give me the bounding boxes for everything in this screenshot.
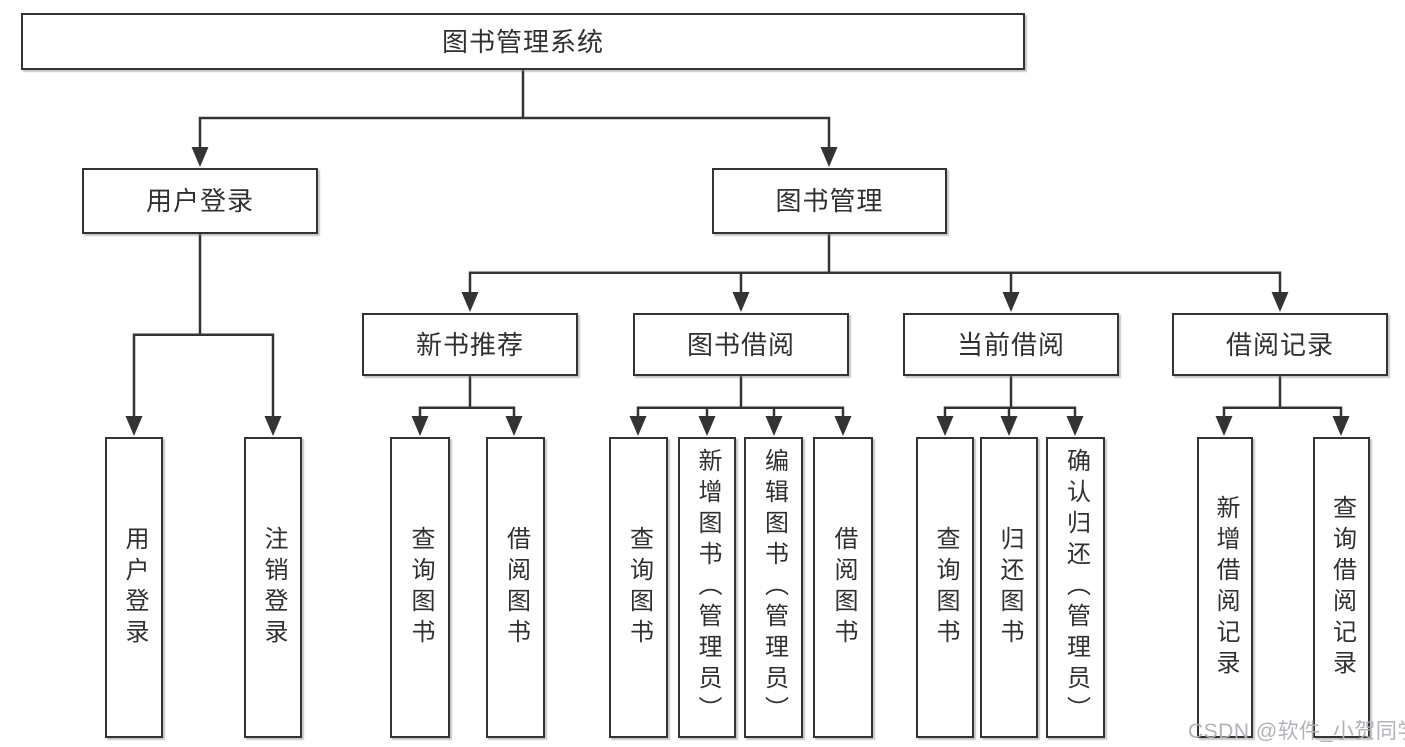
node-label: 用户登录 — [121, 525, 148, 650]
node-book-management: 图书管理 — [712, 168, 947, 234]
node-label: 图书管理系统 — [441, 26, 604, 57]
node-leaf-user-login: 用户登录 — [105, 437, 163, 738]
arrowhead — [936, 416, 954, 436]
node-label: 查询图书 — [932, 525, 959, 650]
node-label: 注销登录 — [260, 525, 287, 650]
node-label: 当前借阅 — [956, 329, 1065, 360]
arrowhead — [1215, 416, 1233, 436]
arrowhead — [505, 416, 523, 436]
arrowhead — [125, 416, 143, 436]
connector-borrowing-to-leaves — [636, 376, 845, 419]
arrowhead — [1002, 292, 1020, 312]
arrowhead — [1332, 416, 1350, 436]
arrowhead — [264, 416, 282, 436]
node-leaf-query-books-borrowing: 查询图书 — [609, 437, 668, 738]
arrowhead — [732, 292, 750, 312]
node-label: 新增图书（管理员） — [694, 448, 721, 727]
node-label: 查询图书 — [407, 525, 434, 650]
connector-bookmgmt-to-level3 — [468, 233, 1282, 296]
node-current-borrowing: 当前借阅 — [903, 313, 1119, 376]
csdn-watermark: CSDN @软件_小贺同学 — [1188, 720, 1405, 743]
connector-records-to-leaves — [1222, 376, 1343, 419]
node-label: 借阅图书 — [502, 525, 530, 650]
node-library-management-system: 图书管理系统 — [21, 13, 1025, 70]
node-label: 用户登录 — [145, 186, 254, 216]
node-leaf-add-borrow-record: 新增借阅记录 — [1197, 437, 1253, 738]
arrowhead — [461, 292, 479, 312]
node-leaf-confirm-return-admin: 确认归还（管理员） — [1046, 437, 1105, 738]
node-label: 图书管理 — [775, 186, 884, 216]
node-label: 确认归还（管理员） — [1062, 448, 1090, 727]
node-label: 借阅记录 — [1225, 329, 1334, 360]
arrowhead — [1271, 292, 1289, 312]
connector-userlogin-to-leaves — [132, 233, 275, 419]
connector-newrec-to-leaves — [418, 376, 516, 419]
arrowhead — [820, 147, 838, 167]
arrowhead — [1066, 416, 1084, 436]
arrowhead — [765, 416, 783, 436]
node-leaf-return-books: 归还图书 — [980, 437, 1038, 738]
node-leaf-query-books-recommend: 查询图书 — [390, 437, 450, 738]
arrowhead — [629, 416, 647, 436]
arrowhead — [698, 416, 716, 436]
node-leaf-logout: 注销登录 — [244, 437, 302, 738]
node-book-borrowing: 图书借阅 — [633, 313, 849, 376]
node-label: 新书推荐 — [415, 329, 524, 360]
node-new-book-recommendation: 新书推荐 — [362, 313, 578, 376]
node-label: 归还图书 — [996, 525, 1023, 650]
arrowhead — [834, 416, 852, 436]
node-label: 查询图书 — [625, 525, 653, 650]
node-user-login: 用户登录 — [82, 168, 318, 234]
connector-current-to-leaves — [943, 376, 1077, 419]
node-label: 新增借阅记录 — [1212, 494, 1239, 681]
node-label: 查询借阅记录 — [1328, 494, 1356, 681]
node-leaf-borrow-books-recommend: 借阅图书 — [486, 437, 545, 738]
node-borrowing-records: 借阅记录 — [1172, 313, 1388, 376]
node-leaf-query-borrow-record: 查询借阅记录 — [1313, 437, 1370, 738]
arrowhead — [411, 416, 429, 436]
node-label: 编辑图书（管理员） — [760, 448, 788, 727]
node-leaf-borrow-books-borrowing: 借阅图书 — [813, 437, 873, 738]
node-leaf-query-books-current: 查询图书 — [916, 437, 974, 738]
node-leaf-edit-books-admin: 编辑图书（管理员） — [744, 437, 803, 738]
node-label: 图书借阅 — [686, 329, 795, 360]
connector-root-to-level2 — [198, 69, 831, 150]
arrowhead — [191, 147, 209, 167]
node-label: 借阅图书 — [830, 525, 857, 650]
node-leaf-add-books-admin: 新增图书（管理员） — [678, 437, 736, 738]
arrowhead — [1000, 416, 1018, 436]
